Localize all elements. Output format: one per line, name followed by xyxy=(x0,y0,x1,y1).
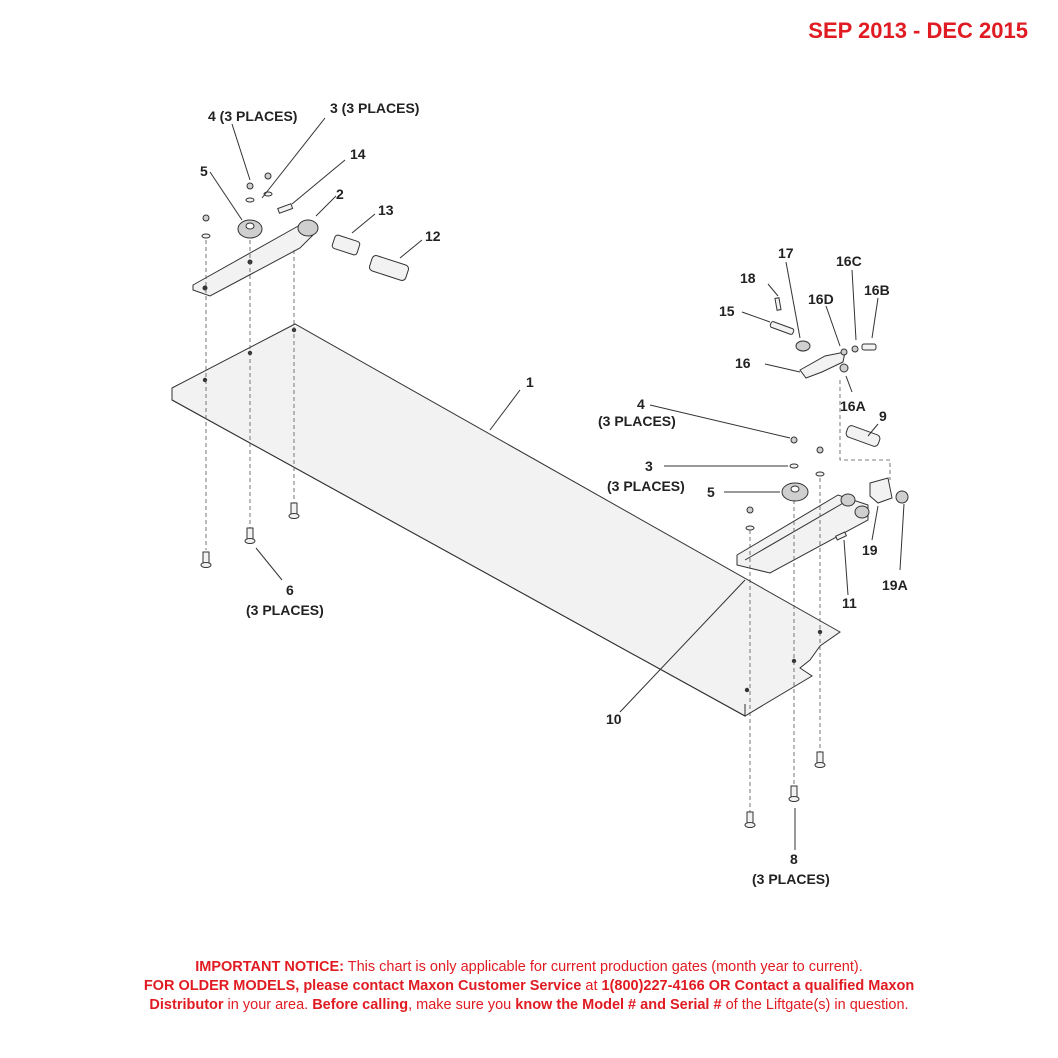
callout-3-top: 3 (3 PLACES) xyxy=(330,100,419,116)
latch-part-16 xyxy=(799,351,846,379)
callout-6-places: (3 PLACES) xyxy=(246,602,324,618)
pin-part-9 xyxy=(845,425,881,447)
bolt-part-16b xyxy=(861,343,877,351)
bracket-part-10 xyxy=(736,494,869,574)
pin-part-14 xyxy=(277,203,294,214)
callout-4-right: 4 xyxy=(637,396,645,412)
pin-part-12 xyxy=(368,255,410,281)
notice-line-1: This chart is only applicable for curren… xyxy=(343,959,863,975)
notice-heading: IMPORTANT NOTICE: xyxy=(195,959,344,975)
important-notice: IMPORTANT NOTICE: This chart is only app… xyxy=(143,959,915,1013)
callout-13: 13 xyxy=(378,202,394,218)
bushing-part-16a xyxy=(839,363,849,373)
callout-16b: 16B xyxy=(864,282,890,298)
callout-19: 19 xyxy=(862,542,878,558)
callout-6: 6 xyxy=(286,582,294,598)
lock-part-19 xyxy=(869,477,893,504)
callout-2: 2 xyxy=(336,186,344,202)
notice-phone: 1(800)227-4166 OR Contact a qualified Ma… xyxy=(601,978,915,994)
pin-part-15 xyxy=(769,321,795,335)
washer-part-16c xyxy=(851,345,859,353)
callout-5-left: 5 xyxy=(200,163,208,179)
bushing-part-19a xyxy=(895,490,909,504)
date-range-title: SEP 2013 - DEC 2015 xyxy=(808,18,1028,43)
callout-1: 1 xyxy=(526,374,534,390)
plate-part-1 xyxy=(171,323,841,717)
pin-part-18 xyxy=(774,297,782,311)
callout-5-right: 5 xyxy=(707,484,715,500)
callout-12: 12 xyxy=(425,228,441,244)
ring-part-16d xyxy=(840,348,848,356)
callout-16c: 16C xyxy=(836,253,862,269)
bolts-part-6 xyxy=(200,502,300,568)
callout-19a: 19A xyxy=(882,577,908,593)
callout-8-places: (3 PLACES) xyxy=(752,871,830,887)
callout-11: 11 xyxy=(842,595,857,611)
callout-10: 10 xyxy=(606,711,622,727)
callout-16: 16 xyxy=(735,355,751,371)
callout-17: 17 xyxy=(778,245,794,261)
callout-3-right-places: (3 PLACES) xyxy=(607,478,685,494)
callout-8: 8 xyxy=(790,851,798,867)
callout-14: 14 xyxy=(350,146,366,162)
callout-4-top: 4 (3 PLACES) xyxy=(208,108,297,124)
pin-part-11 xyxy=(834,531,848,541)
callout-15: 15 xyxy=(719,303,735,319)
callout-3-right: 3 xyxy=(645,458,653,474)
callout-16a: 16A xyxy=(840,398,866,414)
callout-9: 9 xyxy=(879,408,887,424)
pin-part-13 xyxy=(331,234,361,256)
bolts-part-8 xyxy=(744,751,826,828)
notice-older-models: FOR OLDER MODELS, please contact Maxon C… xyxy=(143,978,582,994)
callout-18: 18 xyxy=(740,270,756,286)
callout-16d: 16D xyxy=(808,291,834,307)
callout-4-right-places: (3 PLACES) xyxy=(598,413,676,429)
spring-part-17 xyxy=(795,340,811,352)
